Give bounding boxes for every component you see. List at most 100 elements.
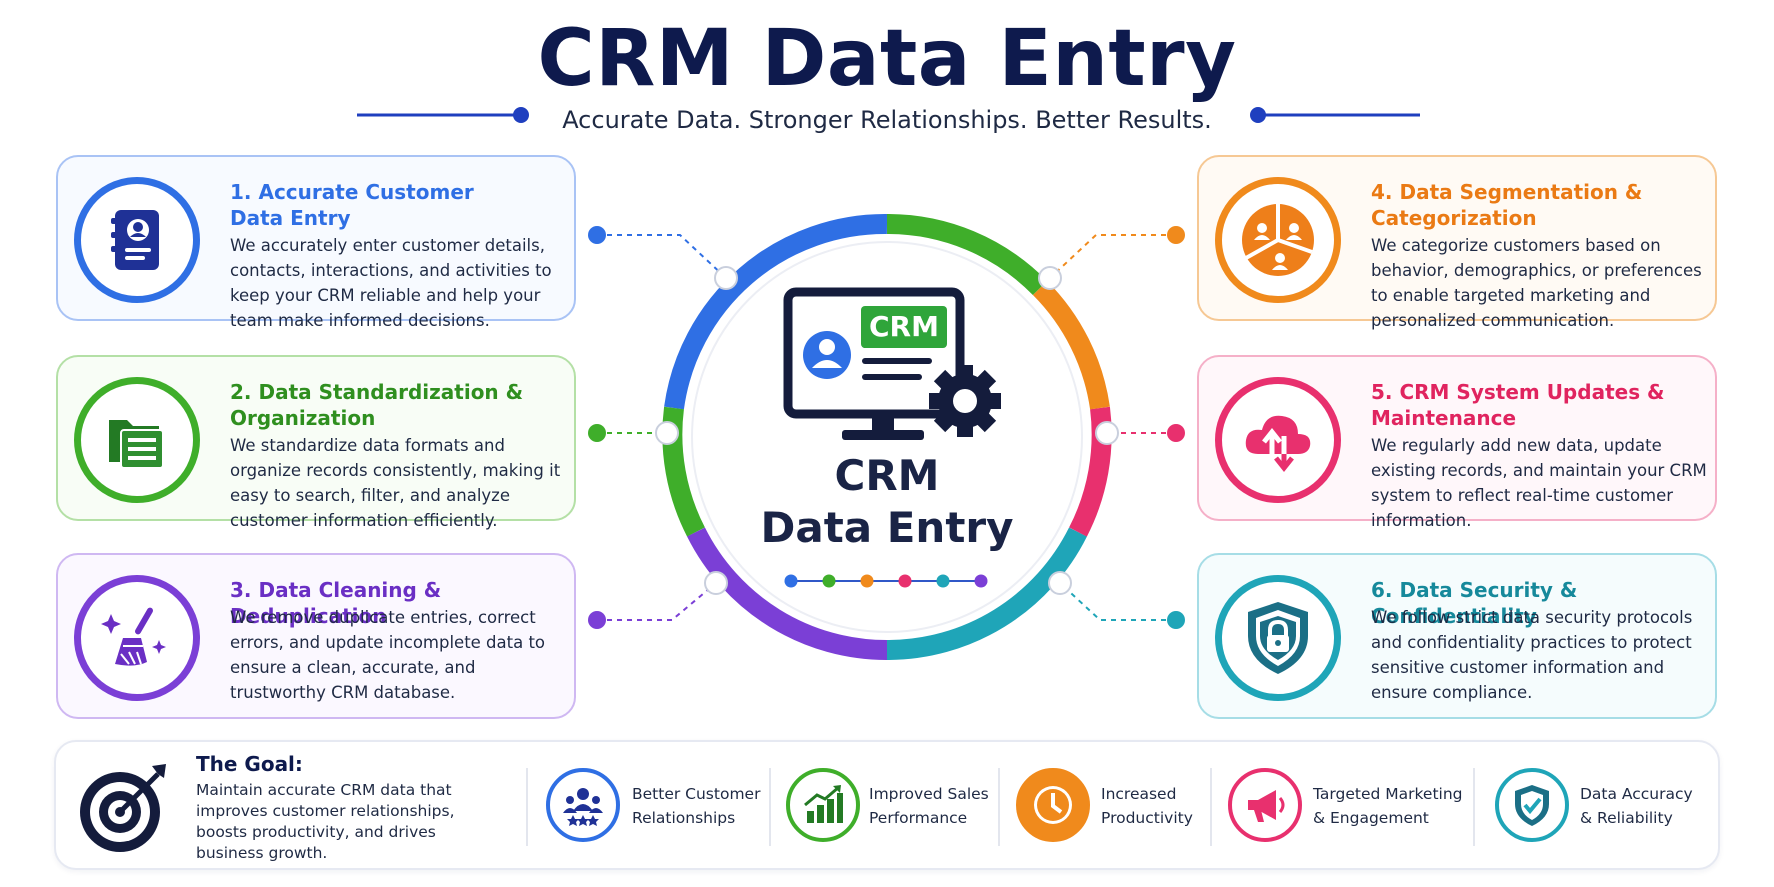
- card-description: We regularly add new data, update existi…: [1371, 436, 1707, 530]
- gear-icon: [929, 365, 1001, 437]
- center-dot-pink: [898, 574, 912, 588]
- benefit-line1: Data Accuracy: [1580, 785, 1693, 803]
- card-title-line1: 1. Accurate Customer: [230, 180, 474, 204]
- ring-node-2: [655, 421, 679, 445]
- goal-title: The Goal:: [196, 752, 303, 776]
- card-title-line2: Data Entry: [230, 206, 351, 230]
- card-title: 6. Data Security & Confidentiality: [1371, 577, 1711, 629]
- card-description: We accurately enter customer details, co…: [230, 236, 552, 330]
- goal-bar: [54, 740, 1720, 870]
- target-icon: [80, 764, 166, 852]
- card-title: 4. Data Segmentation & Categorization: [1371, 179, 1711, 231]
- ring-segment-orange: [1032, 280, 1110, 410]
- card-description: We standardize data formats and organize…: [230, 436, 561, 530]
- card-accurate-entry: 1. Accurate Customer Data Entry We accur…: [56, 155, 576, 330]
- ring-node-1: [714, 266, 738, 290]
- benefit-label-sales: Improved Sales Performance: [869, 782, 1009, 830]
- card-title: 1. Accurate Customer Data Entry: [230, 179, 570, 231]
- folder-files-icon: [74, 377, 200, 503]
- connector-dot-1: [588, 226, 606, 244]
- center-title-line2: Data Entry: [760, 503, 1014, 552]
- ring-segment-green-top: [886, 213, 1048, 296]
- card-segmentation: 4. Data Segmentation & Categorization We…: [1197, 155, 1717, 330]
- divider: [769, 768, 771, 846]
- card-standardization: 2. Data Standardization & Organization W…: [56, 355, 576, 530]
- benefit-line2: & Reliability: [1580, 809, 1673, 827]
- connector-4: [1049, 234, 1176, 279]
- center-dot-purple: [974, 574, 988, 588]
- card-title-line2: Categorization: [1371, 206, 1537, 230]
- shield-lock-icon: [1215, 575, 1341, 701]
- header-lines: [357, 107, 1420, 123]
- segment-pie-icon: [1215, 177, 1341, 303]
- connector-dot-3: [588, 611, 606, 629]
- benefit-line1: Increased: [1101, 785, 1177, 803]
- cloud-sync-icon: [1215, 377, 1341, 503]
- hub-diagram: [588, 213, 1185, 661]
- connector-1: [597, 234, 727, 279]
- card-title: 3. Data Cleaning & Deduplication: [230, 577, 570, 629]
- benefit-label-productivity: Increased Productivity: [1101, 782, 1241, 830]
- crm-badge: [861, 306, 947, 348]
- benefit-line2: & Engagement: [1313, 809, 1429, 827]
- connector-dot-5: [1167, 424, 1185, 442]
- card-title-line1: 6. Data Security & Confidentiality: [1371, 578, 1578, 628]
- center-dot-blue: [784, 574, 798, 588]
- ring-segment-green: [662, 406, 705, 537]
- benefit-label-marketing: Targeted Marketing & Engagement: [1313, 782, 1473, 830]
- ring-node-5: [1095, 421, 1119, 445]
- header-dot-right: [1250, 107, 1266, 123]
- divider: [1473, 768, 1475, 846]
- connector-3: [597, 582, 717, 621]
- card-cleaning: 3. Data Cleaning & Deduplication We remo…: [56, 553, 576, 719]
- center-dot-orange: [860, 574, 874, 588]
- benefit-line2: Performance: [869, 809, 968, 827]
- ring-segment-blue: [664, 213, 888, 410]
- ring-segment-pink: [1069, 406, 1112, 537]
- ring-segment-purple: [687, 527, 888, 661]
- page-subtitle: Accurate Data. Stronger Relationships. B…: [562, 106, 1212, 134]
- card-title: 2. Data Standardization & Organization: [230, 379, 570, 431]
- center-dot-green: [822, 574, 836, 588]
- benefit-line1: Targeted Marketing: [1313, 785, 1463, 803]
- card-updates: 5. CRM System Updates & Maintenance We r…: [1197, 355, 1717, 530]
- page-title: CRM Data Entry: [537, 14, 1237, 104]
- card-title-line2: Maintenance: [1371, 406, 1517, 430]
- divider: [526, 768, 528, 846]
- card-title-line1: 2. Data Standardization &: [230, 380, 524, 404]
- shield-check-icon: [1495, 768, 1569, 842]
- center-title-line1: CRM: [834, 451, 940, 500]
- broom-icon: [74, 575, 200, 701]
- megaphone-icon: [1228, 768, 1302, 842]
- card-title-line2: Organization: [230, 406, 376, 430]
- connector-dot-4: [1167, 226, 1185, 244]
- ring-node-3: [704, 571, 728, 595]
- card-security: 6. Data Security & Confidentiality We fo…: [1197, 553, 1717, 719]
- growth-chart-icon: [786, 768, 860, 842]
- ring-segment-teal: [886, 527, 1087, 661]
- crm-badge-label: CRM: [869, 310, 939, 343]
- card-title-line1: 5. CRM System Updates &: [1371, 380, 1665, 404]
- benefit-line2: Productivity: [1101, 809, 1193, 827]
- ring-node-6: [1048, 571, 1072, 595]
- connector-dot-6: [1167, 611, 1185, 629]
- clock-icon: [1016, 768, 1090, 842]
- address-book-icon: [74, 177, 200, 303]
- connector-dot-2: [588, 424, 606, 442]
- card-title-line1: 4. Data Segmentation &: [1371, 180, 1643, 204]
- ring-node-4: [1038, 266, 1062, 290]
- benefit-line2: Relationships: [632, 809, 736, 827]
- center-dot-teal: [936, 574, 950, 588]
- card-description: We follow strict data security protocols…: [1371, 608, 1693, 702]
- benefit-line1: Improved Sales: [869, 785, 989, 803]
- card-description: We categorize customers based on behavio…: [1371, 236, 1702, 330]
- benefit-label-accuracy: Data Accuracy & Reliability: [1580, 782, 1720, 830]
- benefit-label-customer: Better Customer Relationships: [632, 782, 772, 830]
- center-title: CRM Data Entry: [747, 450, 1027, 554]
- divider: [998, 768, 1000, 846]
- card-title: 5. CRM System Updates & Maintenance: [1371, 379, 1711, 431]
- connector-6: [1059, 582, 1176, 621]
- header-dot-left: [513, 107, 529, 123]
- card-description: We remove duplicate entries, correct err…: [230, 608, 546, 702]
